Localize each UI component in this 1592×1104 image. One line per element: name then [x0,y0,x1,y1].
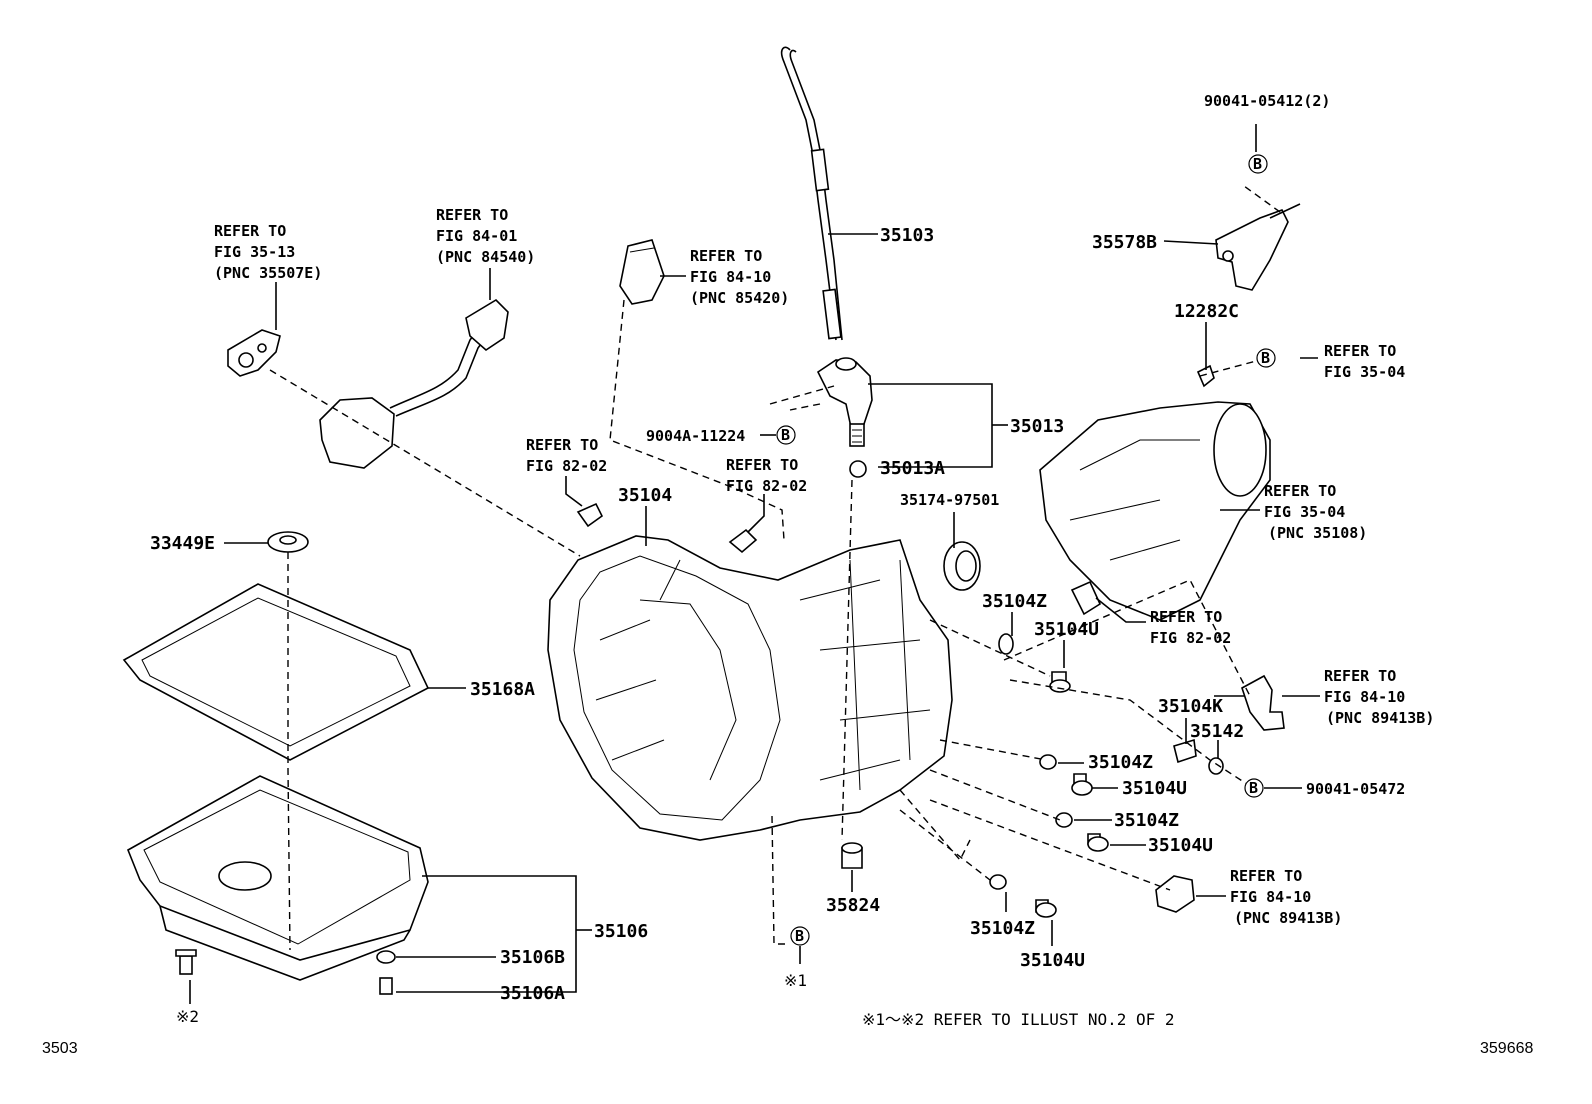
oil-pan [126,775,429,981]
label-35104k: 35104K [1158,696,1223,717]
label-90041-05412: 90041-05412(2) [1204,92,1330,110]
svg-text:REFER TO: REFER TO [726,456,798,474]
footnote: ※1～※2 REFER TO ILLUST NO.2 OF 2 [862,1010,1175,1029]
refer-block-fig-84-01: REFER TO FIG 84-01 (PNC 84540) [436,206,535,266]
label-35142: 35142 [1190,721,1244,742]
label-90041-05472: 90041-05472 [1306,780,1405,798]
svg-text:REFER TO: REFER TO [526,436,598,454]
footer-left-code: 3503 [42,1040,78,1057]
refer-block-fig-84-10-85420: REFER TO FIG 84-10 (PNC 85420) [690,247,789,307]
svg-text:REFER TO: REFER TO [1264,482,1336,500]
label-35106: 35106 [594,921,648,942]
dipstick-tube [816,357,873,478]
refer-block-fig-35-04-35108: REFER TO FIG 35-04 (PNC 35108) [1264,482,1367,542]
harness-clip-1 [576,502,604,528]
svg-text:(PNC 89413B): (PNC 89413B) [1326,709,1434,727]
refer-block-fig-84-10-89413b-a: REFER TO FIG 84-10 (PNC 89413B) [1324,667,1434,727]
svg-text:(PNC 89413B): (PNC 89413B) [1234,909,1342,927]
svg-text:FIG 35-04: FIG 35-04 [1324,363,1405,381]
oil-seal [943,541,981,591]
svg-text:FIG 84-10: FIG 84-10 [690,268,771,286]
footer-right-code: 359668 [1480,1040,1533,1057]
refer-block-fig-35-04: REFER TO FIG 35-04 [1324,342,1405,381]
label-35104z-1: 35104Z [982,591,1047,612]
svg-text:REFER TO: REFER TO [214,222,286,240]
refer-block-fig-82-02-b: REFER TO FIG 82-02 [726,456,807,495]
svg-text:FIG 82-02: FIG 82-02 [1150,629,1231,647]
svg-text:FIG 84-10: FIG 84-10 [1230,888,1311,906]
svg-text:REFER TO: REFER TO [1230,867,1302,885]
label-35013a: 35013A [880,458,945,479]
b-markers: B B B B B [776,154,1276,946]
label-35104u-3: 35104U [1148,835,1213,856]
pan-gasket [122,583,430,761]
svg-text:(PNC 84540): (PNC 84540) [436,248,535,266]
label-33449e: 33449E [150,533,215,554]
label-35104z-2: 35104Z [1088,752,1153,773]
note-marker-1: ※1 [784,971,807,990]
note-marker-2: ※2 [176,1007,199,1026]
svg-text:REFER TO: REFER TO [1150,608,1222,626]
refer-block-fig-82-02-a: REFER TO FIG 82-02 [526,436,607,475]
bracket-35578b [1215,203,1301,291]
speed-sensor-85420 [619,239,665,305]
svg-text:FIG 35-13: FIG 35-13 [214,243,295,261]
leader-lines [189,124,1320,1004]
label-35013: 35013 [1010,416,1064,437]
washer-33449e [267,531,309,553]
dashed-guides [269,185,1281,951]
svg-text:(PNC 35507E): (PNC 35507E) [214,264,322,282]
svg-text:(PNC 35108): (PNC 35108) [1268,524,1367,542]
label-35578b: 35578B [1092,232,1157,253]
dipstick [780,46,843,341]
b-marker-1: B [1253,155,1262,173]
neutral-switch [319,298,509,469]
svg-text:REFER TO: REFER TO [690,247,762,265]
harness-clip-2 [728,528,758,554]
svg-text:FIG 82-02: FIG 82-02 [526,457,607,475]
label-12282c: 12282C [1174,301,1239,322]
speed-sensor-89413b [1155,674,1285,913]
svg-text:FIG 82-02: FIG 82-02 [726,477,807,495]
refer-block-fig-35-13: REFER TO FIG 35-13 (PNC 35507E) [214,222,322,282]
transmission-case [547,535,953,841]
label-35104u-4: 35104U [1020,950,1085,971]
svg-text:REFER TO: REFER TO [1324,342,1396,360]
svg-text:FIG 84-01: FIG 84-01 [436,227,517,245]
refer-block-fig-82-02-c: REFER TO FIG 82-02 [1150,608,1231,647]
label-9004a-11224: 9004A-11224 [646,427,745,445]
svg-text:(PNC 85420): (PNC 85420) [690,289,789,307]
label-35104z-3: 35104Z [1114,810,1179,831]
extension-housing [1039,401,1271,621]
harness-clip-3 [1070,580,1102,616]
label-35106a: 35106A [500,983,565,1004]
label-35174-97501: 35174-97501 [900,491,999,509]
label-35104u-2: 35104U [1122,778,1187,799]
svg-text:FIG 84-10: FIG 84-10 [1324,688,1405,706]
label-35104z-4: 35104Z [970,918,1035,939]
shift-lever [227,329,281,377]
label-35168a: 35168A [470,679,535,700]
label-35104: 35104 [618,485,672,506]
refer-block-fig-84-10-89413b-b: REFER TO FIG 84-10 (PNC 89413B) [1230,867,1342,927]
b-marker-5: B [795,927,804,945]
b-marker-2: B [1261,349,1270,367]
svg-text:REFER TO: REFER TO [1324,667,1396,685]
svg-text:FIG 35-04: FIG 35-04 [1264,503,1345,521]
label-35106b: 35106B [500,947,565,968]
b-marker-3: B [781,426,790,444]
label-35104u-1: 35104U [1034,619,1099,640]
pan-bolts [175,949,396,995]
svg-text:REFER TO: REFER TO [436,206,508,224]
label-35103: 35103 [880,225,934,246]
label-35824: 35824 [826,895,880,916]
b-marker-4: B [1249,779,1258,797]
